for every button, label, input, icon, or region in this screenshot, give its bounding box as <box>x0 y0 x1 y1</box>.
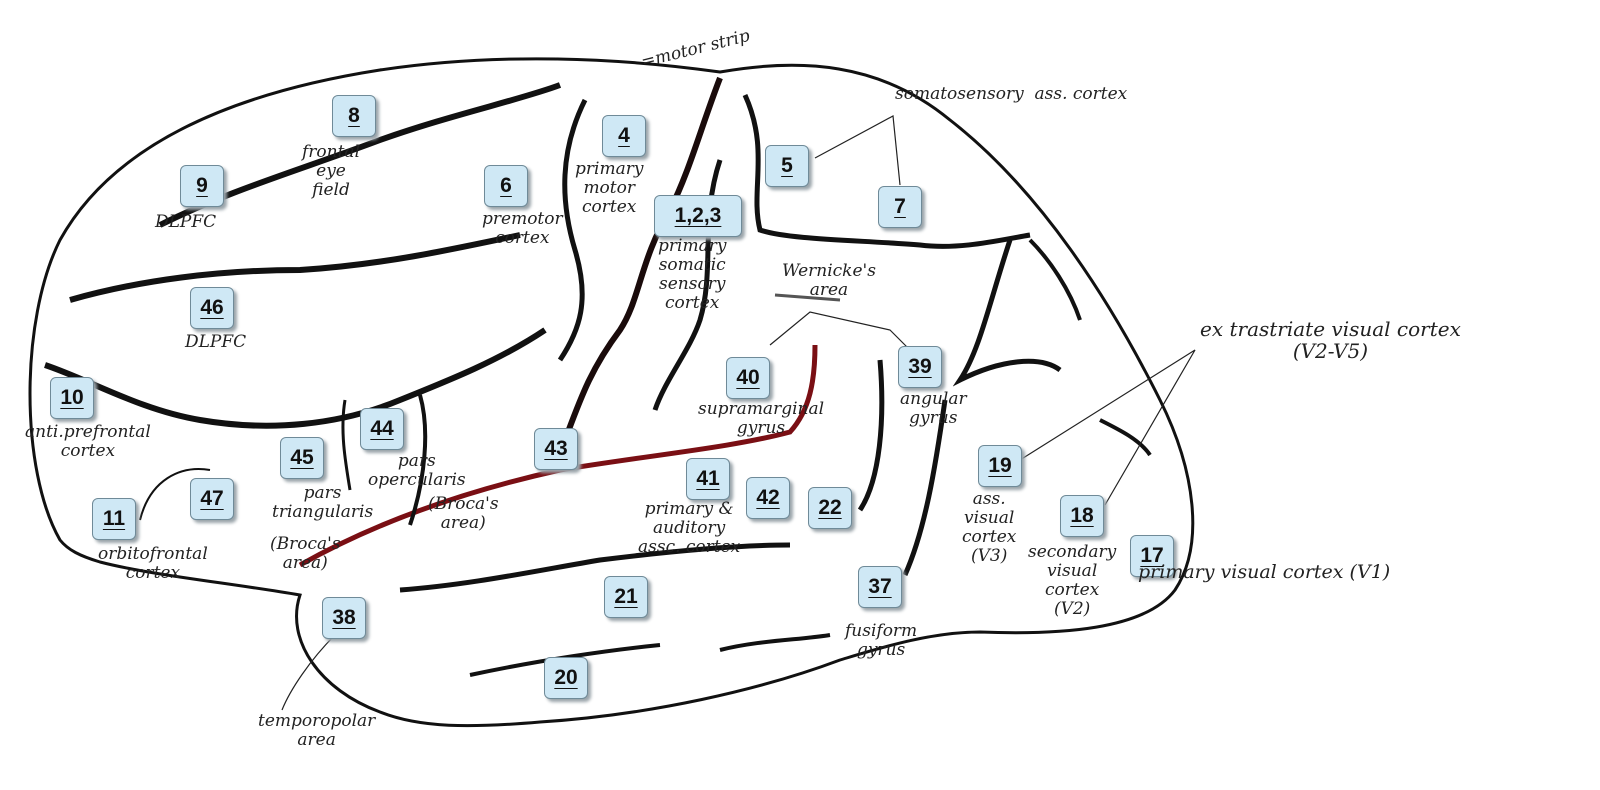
note-auditory: primary & auditory assc. cortex <box>638 499 741 557</box>
central-sulcus <box>562 76 723 442</box>
leader-somatosensory <box>814 115 901 186</box>
occipital-sulcus-3 <box>1099 418 1152 457</box>
area-box-9: 9 <box>180 165 224 207</box>
note-angular: angular gyrus <box>900 389 967 428</box>
note-dlpfc-9: DLPFC <box>155 212 217 232</box>
area-box-41: 41 <box>686 458 730 500</box>
leader-temporopolar <box>281 634 336 711</box>
area-box-7: 7 <box>878 186 922 228</box>
area-box-43: 43 <box>534 428 578 470</box>
area-label: 8 <box>348 104 360 127</box>
sylvian-fissure <box>298 344 818 568</box>
note-temporopolar: temporopolar area <box>258 711 376 750</box>
area-label: 45 <box>290 446 314 469</box>
superior-temporal-sulcus <box>399 542 791 593</box>
area-box-6: 6 <box>484 165 528 207</box>
area-label: 43 <box>544 437 568 460</box>
frontal-branch <box>408 394 428 526</box>
area-label: 39 <box>908 355 932 378</box>
area-label: 9 <box>196 174 208 197</box>
note-premotor: premotor cortex <box>482 209 563 248</box>
area-box-37: 37 <box>858 566 902 608</box>
area-box-11: 11 <box>92 498 136 540</box>
area-box-10: 10 <box>50 377 94 419</box>
area-label: 38 <box>332 606 356 629</box>
note-broca-44: (Broca's area) <box>428 494 499 533</box>
frontal-branch-2 <box>341 399 352 491</box>
note-anti-prefrontal: anti.prefrontal cortex <box>25 422 151 461</box>
area-label: 4 <box>618 124 630 147</box>
note-primary-somatosensory: primary somatic sensory cortex <box>658 236 727 313</box>
note-primary-motor: primary motor cortex <box>575 159 644 217</box>
area-label: 10 <box>60 386 84 409</box>
precentral-sulcus <box>557 98 588 362</box>
area-label: 21 <box>614 585 638 608</box>
occipital-sulcus-2 <box>952 239 1062 387</box>
area-label: 47 <box>200 487 224 510</box>
temporal-sulcus-3 <box>719 633 831 652</box>
note-dlpfc-46: DLPFC <box>185 332 247 352</box>
area-box-46: 46 <box>190 287 234 329</box>
area-label: 46 <box>200 296 224 319</box>
note-somatosensory-ass: somatosensory ass. cortex <box>895 84 1128 104</box>
area-box-44: 44 <box>360 408 404 450</box>
note-primary-visual: primary visual cortex (V1) <box>1138 561 1391 583</box>
area-box-1-2-3: 1,2,3 <box>654 195 742 237</box>
parieto-occipital-sulcus <box>857 359 885 512</box>
orbital-sulcus <box>44 327 547 429</box>
note-secondary-visual: secondary visual cortex (V2) <box>1028 542 1117 619</box>
area-box-21: 21 <box>604 576 648 618</box>
note-frontal-eye-field: frontal eye field <box>302 142 361 200</box>
area-label: 22 <box>818 496 842 519</box>
leader-extrastriate <box>1019 349 1196 506</box>
area-label: 18 <box>1070 504 1094 527</box>
area-label: 40 <box>736 366 760 389</box>
area-box-5: 5 <box>765 145 809 187</box>
orbitofrontal-curve <box>139 468 211 521</box>
area-label: 1,2,3 <box>674 204 722 227</box>
area-label: 20 <box>554 666 578 689</box>
note-wernicke: Wernicke's area <box>782 261 876 300</box>
area-label: 42 <box>756 486 780 509</box>
area-label: 5 <box>781 154 793 177</box>
area-box-19: 19 <box>978 445 1022 487</box>
area-box-17: 17 <box>1130 535 1174 577</box>
area-label: 44 <box>370 417 394 440</box>
note-pars-triangularis: pars triangularis <box>272 483 374 522</box>
postcentral-sulcus <box>742 93 1031 249</box>
note-extrastriate: ex trastriate visual cortex (V2-V5) <box>1200 317 1461 363</box>
note-supramarginal: supramarginal gyrus <box>698 399 825 438</box>
area-box-40: 40 <box>726 357 770 399</box>
inferior-frontal-sulcus <box>69 232 521 303</box>
area-box-4: 4 <box>602 115 646 157</box>
note-ass-visual: ass. visual cortex (V3) <box>962 489 1017 566</box>
occipital-sulcus-4 <box>1028 238 1082 321</box>
note-pars-opercularis: pars opercularis <box>368 451 466 490</box>
area-label: 37 <box>868 575 892 598</box>
note-orbitofrontal: orbitofrontal cortex <box>98 544 208 583</box>
area-box-18: 18 <box>1060 495 1104 537</box>
inferior-temporal-sulcus <box>469 643 661 677</box>
area-box-42: 42 <box>746 477 790 519</box>
area-box-38: 38 <box>322 597 366 639</box>
area-label: 17 <box>1140 544 1164 567</box>
area-label: 19 <box>988 454 1012 477</box>
area-label: 6 <box>500 174 512 197</box>
note-broca-45: (Broca's area) <box>270 534 341 573</box>
area-label: 11 <box>102 507 126 530</box>
area-box-45: 45 <box>280 437 324 479</box>
area-box-22: 22 <box>808 487 852 529</box>
wernicke-mark <box>774 293 841 302</box>
occipital-sulcus-1 <box>902 399 948 577</box>
note-fusiform: fusiform gyrus <box>845 621 918 660</box>
area-box-20: 20 <box>544 657 588 699</box>
area-box-47: 47 <box>190 478 234 520</box>
area-label: 7 <box>894 195 906 218</box>
leader-wernicke <box>769 311 913 353</box>
area-box-8: 8 <box>332 95 376 137</box>
area-box-39: 39 <box>898 346 942 388</box>
area-label: 41 <box>696 467 720 490</box>
